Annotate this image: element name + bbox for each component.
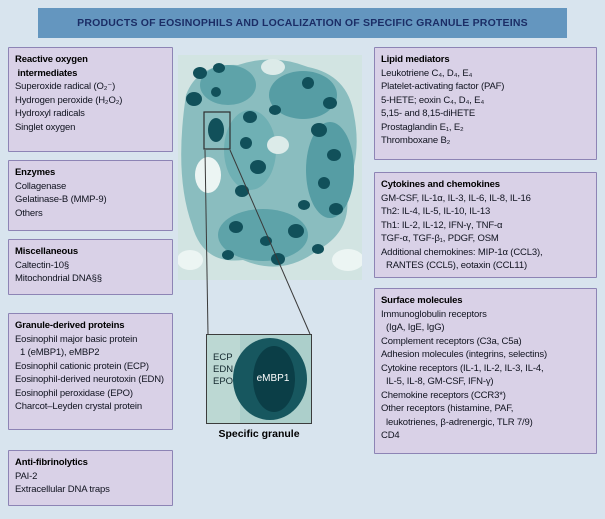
box-surface-molecules: Surface molecules Immunoglobulin recepto… <box>374 288 597 454</box>
box-item: Charcot–Leyden crystal protein <box>15 401 142 412</box>
box-item: Hydroxyl radicals <box>15 108 85 119</box>
box-title-line: intermediates <box>15 67 78 79</box>
box-item: Leukotriene C₄, D₄, E₄ <box>381 67 473 79</box>
box-title-line: Reactive oxygen <box>15 54 88 65</box>
box-item: Mitochondrial DNA§§ <box>15 273 102 284</box>
inset-border <box>206 334 312 424</box>
box-item: Collagenase <box>15 180 67 192</box>
box-title: Cytokines and chemokines <box>381 178 590 192</box>
box-item: Eosinophil-derived neurotoxin (EDN) <box>15 374 164 385</box>
box-title: Surface molecules <box>381 294 590 308</box>
figure-title: PRODUCTS OF EOSINOPHILS AND LOCALIZATION… <box>77 17 528 29</box>
box-items: Caltectin-10§ Mitochondrial DNA§§ <box>15 259 166 286</box>
box-item: Hydrogen peroxide (H₂O₂) <box>15 94 123 106</box>
inset-label-ecp: ECP <box>213 352 233 363</box>
box-item: Other receptors (histamine, PAF, <box>381 403 514 414</box>
box-item: RANTES (CCL5), eotaxin (CCL11) <box>381 260 528 271</box>
box-title-line: Cytokines and chemokines <box>381 179 500 190</box>
box-item: Others <box>15 207 43 219</box>
inset-label-embp1: eMBP1 <box>257 373 290 384</box>
box-item: Gelatinase-B (MMP-9) <box>15 194 107 205</box>
box-title: Enzymes <box>15 166 166 180</box>
figure-header: PRODUCTS OF EOSINOPHILS AND LOCALIZATION… <box>38 8 567 38</box>
box-item: 1 (eMBP1), eMBP2 <box>15 347 100 358</box>
box-title: Miscellaneous <box>15 245 166 259</box>
box-item: IL-5, IL-8, GM-CSF, IFN-γ) <box>381 376 494 387</box>
box-lipid-mediators: Lipid mediators Leukotriene C₄, D₄, E₄ Pl… <box>374 47 597 160</box>
box-item: Complement receptors (C3a, C5a) <box>381 335 522 347</box>
inset-label-epo: EPO <box>213 376 233 387</box>
box-title-line: Enzymes <box>15 167 56 178</box>
box-title: Granule-derived proteins <box>15 319 166 333</box>
box-item: Eosinophil major basic protein <box>15 333 138 345</box>
box-item: 5-HETE; eoxin C₄, D₄, E₄ <box>381 94 485 106</box>
box-item: Additional chemokines: MIP-1α (CCL3), <box>381 246 543 258</box>
box-item: Eosinophil cationic protein (ECP) <box>15 360 149 372</box>
box-item: 5,15- and 8,15-diHETE <box>381 108 476 119</box>
box-title-line: Miscellaneous <box>15 246 78 257</box>
box-reactive-oxygen-intermediates: Reactive oxygen intermediates Superoxide… <box>8 47 173 152</box>
box-title-line: Lipid mediators <box>381 54 450 65</box>
box-item: Immunoglobulin receptors <box>381 308 487 320</box>
box-items: Eosinophil major basic protein 1 (eMBP1)… <box>15 333 166 414</box>
box-item: Prostaglandin E₁, E₂ <box>381 121 464 133</box>
box-item: Thromboxane B₂ <box>381 135 451 146</box>
box-item: Th1: IL-2, IL-12, IFN-γ, TNF-α <box>381 219 503 231</box>
inset-label-edn: EDN <box>213 364 233 375</box>
box-items: Immunoglobulin receptors (IgA, IgE, IgG)… <box>381 308 590 443</box>
box-item: Adhesion molecules (integrins, selectins… <box>381 349 547 360</box>
box-item: Eosinophil peroxidase (EPO) <box>15 387 133 399</box>
box-item: leukotrienes, β-adrenergic, TLR 7/9) <box>381 416 533 428</box>
box-title-line: Anti-fibrinolytics <box>15 457 88 468</box>
box-item: Th2: IL-4, IL-5, IL-10, IL-13 <box>381 206 491 217</box>
box-item: PAI-2 <box>15 470 38 482</box>
box-item: GM-CSF, IL-1α, IL-3, IL-6, IL-8, IL-16 <box>381 192 531 204</box>
box-item: Cytokine receptors (IL-1, IL-2, IL-3, IL… <box>381 362 544 374</box>
box-title: Reactive oxygen intermediates <box>15 53 166 80</box>
micrograph-image <box>178 55 362 280</box>
box-cytokines-chemokines: Cytokines and chemokines GM-CSF, IL-1α, … <box>374 172 597 278</box>
granule-selection-rectangle <box>203 111 231 150</box>
box-title: Anti-fibrinolytics <box>15 456 166 470</box>
box-item: Caltectin-10§ <box>15 259 70 271</box>
specific-granule-caption: Specific granule <box>218 428 300 440</box>
box-item: (IgA, IgE, IgG) <box>381 322 445 333</box>
box-title-line: Surface molecules <box>381 295 463 306</box>
box-items: Superoxide radical (O₂⁻) Hydrogen peroxid… <box>15 80 166 134</box>
box-items: Leukotriene C₄, D₄, E₄ Platelet-activatin… <box>381 67 590 148</box>
box-title-line: Granule-derived proteins <box>15 320 125 331</box>
box-item: Extracellular DNA traps <box>15 484 110 495</box>
box-item: Chemokine receptors (CCR3*) <box>381 389 506 401</box>
box-item: TGF-α, TGF-β₁, PDGF, OSM <box>381 233 499 244</box>
box-title: Lipid mediators <box>381 53 590 67</box>
box-item: CD4 <box>381 430 400 441</box>
box-item: Platelet-activating factor (PAF) <box>381 81 505 92</box>
box-granule-derived-proteins: Granule-derived proteins Eosinophil majo… <box>8 313 173 430</box>
box-item: Singlet oxygen <box>15 121 76 133</box>
box-item: Superoxide radical (O₂⁻) <box>15 81 116 92</box>
specific-granule-inset: ECP EDN EPO eMBP1 <box>206 334 312 424</box>
specific-granule-core <box>253 346 295 412</box>
box-miscellaneous: Miscellaneous Caltectin-10§ Mitochondrial… <box>8 239 173 295</box>
